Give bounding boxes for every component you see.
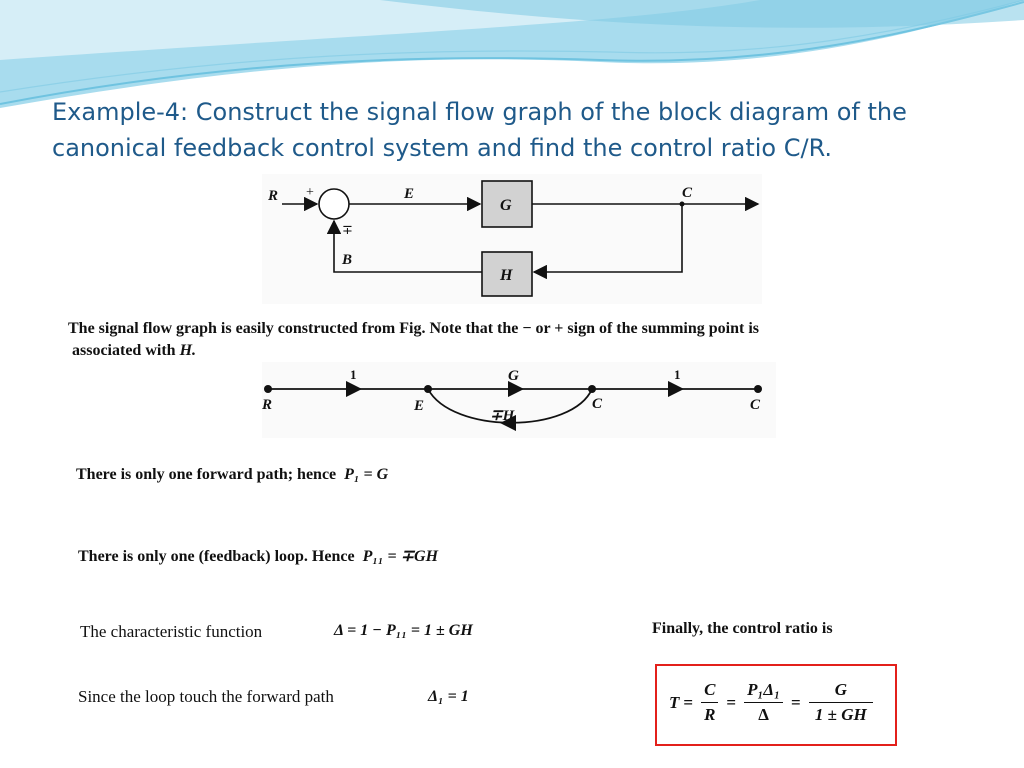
label-c: C	[682, 185, 693, 201]
characteristic-function-text: The characteristic function	[80, 622, 263, 641]
fraction-final-num: G	[808, 680, 873, 703]
sfg-node-c2	[754, 385, 762, 393]
fraction-mason-den: Δ	[758, 705, 769, 724]
loop-touch-formula: Δ₁ = 1	[428, 688, 469, 705]
feedback-path-to-h	[532, 204, 683, 280]
sfg-node-label-c1: C	[592, 396, 603, 412]
label-g: G	[500, 197, 512, 214]
label-plus: +	[306, 185, 314, 200]
note-line-2-var: H.	[179, 342, 197, 359]
formula-t: T	[669, 692, 680, 712]
summing-junction	[318, 188, 350, 220]
sfg-node-r	[264, 385, 272, 393]
fraction-r: R	[704, 705, 716, 724]
forward-path-formula: P₁ = G	[344, 466, 389, 483]
loop-statement: There is only one (feedback) loop. Hence…	[78, 546, 438, 566]
fraction-final-den: 1 ± GH	[814, 705, 867, 724]
sfg-node-label-c2: C	[750, 397, 761, 413]
formula-equals-3: =	[791, 692, 801, 712]
block-diagram: R + E G C H ∓ B	[262, 174, 762, 304]
fraction-mason: P₁Δ₁ Δ	[744, 680, 784, 725]
loop-formula: P₁₁ = ∓GH	[362, 548, 439, 565]
control-ratio-formula: T = C R = P₁Δ₁ Δ = G 1 ± GH	[669, 680, 877, 725]
fraction-c-over-r: C R	[701, 680, 719, 725]
sfg-gain-g: G	[508, 368, 519, 384]
label-sign: ∓	[342, 223, 353, 238]
block-h	[481, 251, 533, 297]
slide-title: Example-4: Construct the signal flow gra…	[52, 98, 907, 162]
note-line-2: associated with H.	[72, 342, 196, 360]
label-e: E	[403, 186, 414, 202]
control-ratio-result-box: T = C R = P₁Δ₁ Δ = G 1 ± GH	[655, 664, 897, 746]
label-b: B	[341, 252, 352, 268]
sfg-gain-1a: 1	[350, 367, 357, 382]
label-r: R	[267, 188, 278, 204]
formula-equals-2: =	[726, 692, 737, 712]
sfg-node-label-e: E	[413, 398, 424, 414]
fraction-c: C	[701, 680, 719, 703]
loop-touch-text: Since the loop touch the forward path	[78, 687, 334, 706]
final-control-ratio-text: Finally, the control ratio is	[652, 620, 833, 637]
sfg-gain-1b: 1	[674, 367, 681, 382]
note-line-2-prefix: associated with	[72, 342, 176, 359]
fraction-final: G 1 ± GH	[808, 680, 873, 725]
characteristic-function-formula: Δ = 1 − P₁₁ = 1 ± GH	[334, 622, 473, 639]
forward-path-statement: There is only one forward path; hence P₁…	[76, 466, 388, 484]
loop-text: There is only one (feedback) loop. Hence	[78, 548, 355, 565]
feedback-path-to-sum	[326, 219, 482, 273]
signal-flow-graph: 1 G 1 R E C C ∓H	[262, 362, 776, 438]
sfg-node-c1	[588, 385, 596, 393]
sfg-node-label-r: R	[262, 397, 272, 413]
formula-equals-1: =	[683, 692, 694, 712]
label-h: H	[499, 267, 513, 284]
fraction-mason-num: P₁Δ₁	[744, 680, 784, 703]
sfg-node-e	[424, 385, 432, 393]
header-wave-decoration	[0, 0, 1024, 108]
forward-path-text: There is only one forward path; hence	[76, 466, 337, 483]
sfg-loop-gain: ∓H	[490, 408, 516, 424]
note-line-1: The signal flow graph is easily construc…	[68, 320, 759, 337]
